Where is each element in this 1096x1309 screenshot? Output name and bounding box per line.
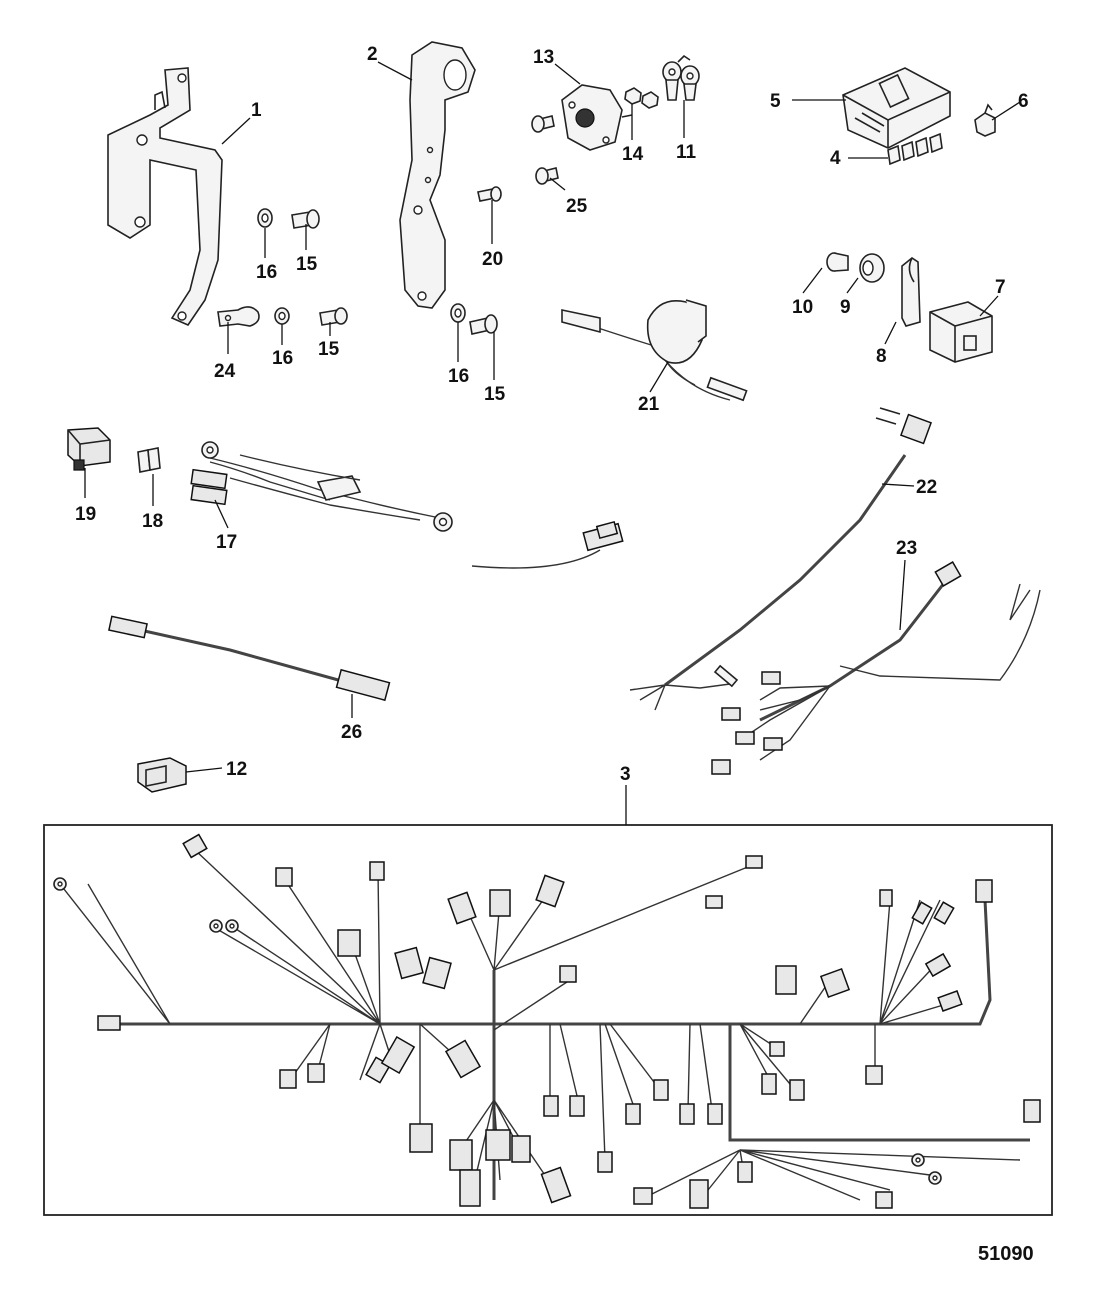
part-26-harness: [108, 615, 391, 702]
callout-12: 12: [226, 759, 247, 780]
callout-3: 3: [620, 764, 631, 785]
callout-17: 17: [216, 532, 237, 553]
part-5-fuse-box: [842, 67, 951, 149]
part-15-screw-b: [319, 307, 348, 326]
part-3-engine-harness: [53, 833, 1041, 1209]
part-16-washer-c: [450, 303, 466, 323]
callouts: 1 2 13 14 11 25 5 4 6 16 15 20 24 16 15 …: [75, 44, 1029, 785]
callout-19: 19: [75, 504, 96, 525]
callout-4: 4: [830, 148, 841, 169]
callout-25: 25: [566, 196, 588, 217]
callout-16-c: 16: [448, 366, 469, 387]
callout-11: 11: [676, 142, 697, 163]
part-15-screw-a: [291, 209, 320, 229]
callout-23: 23: [896, 538, 917, 559]
harness-frame: [43, 824, 1053, 1216]
callout-18: 18: [142, 511, 163, 532]
callout-9: 9: [840, 297, 851, 318]
callout-20: 20: [482, 249, 503, 270]
part-19-connector: [67, 427, 111, 471]
part-24-clip: [217, 306, 260, 327]
part-7-relay: [929, 301, 993, 363]
callout-2: 2: [367, 44, 378, 65]
callout-5: 5: [770, 91, 781, 112]
part-12-connector: [137, 757, 187, 793]
callout-6: 6: [1018, 91, 1029, 112]
callout-22: 22: [916, 477, 937, 498]
part-8-bracket: [901, 257, 921, 327]
callout-15-c: 15: [484, 384, 506, 405]
callout-26: 26: [341, 722, 362, 743]
figure-number: 51090: [978, 1243, 1034, 1265]
part-16-washer-b: [274, 307, 290, 325]
callout-15-b: 15: [318, 339, 340, 360]
part-18-fuse: [137, 447, 161, 473]
part-14-nuts: [624, 87, 659, 109]
leader-lines: [84, 61, 1021, 825]
part-23-harness: [711, 561, 1041, 775]
part-16-washer-a: [257, 208, 273, 228]
part-13-circuit-breaker: [561, 84, 633, 151]
part-1-bracket: [107, 67, 223, 326]
part-10-grommet: [826, 252, 849, 272]
part-25-screw: [535, 167, 559, 185]
callout-10: 10: [792, 297, 813, 318]
callout-14: 14: [622, 144, 644, 165]
callout-15-a: 15: [296, 254, 318, 275]
callout-24: 24: [214, 361, 236, 382]
part-17-harness: [190, 441, 624, 569]
callout-16-b: 16: [272, 348, 293, 369]
callout-8: 8: [876, 346, 887, 367]
part-2-bracket: [399, 41, 476, 309]
callout-13: 13: [533, 47, 554, 68]
part-20-screw: [477, 186, 502, 202]
callout-7: 7: [995, 277, 1006, 298]
part-15-screw-c: [469, 314, 498, 335]
callout-16-a: 16: [256, 262, 277, 283]
part-screw-upper: [531, 115, 555, 133]
callout-1: 1: [251, 100, 262, 121]
part-9-grommet: [859, 253, 885, 283]
part-11-terminals: [662, 54, 700, 101]
part-6-relay-clip: [974, 103, 996, 137]
part-22-harness: [629, 407, 932, 711]
part-4-fuses: [887, 132, 943, 166]
part-21-sensor: [561, 299, 748, 402]
callout-21: 21: [638, 394, 660, 415]
